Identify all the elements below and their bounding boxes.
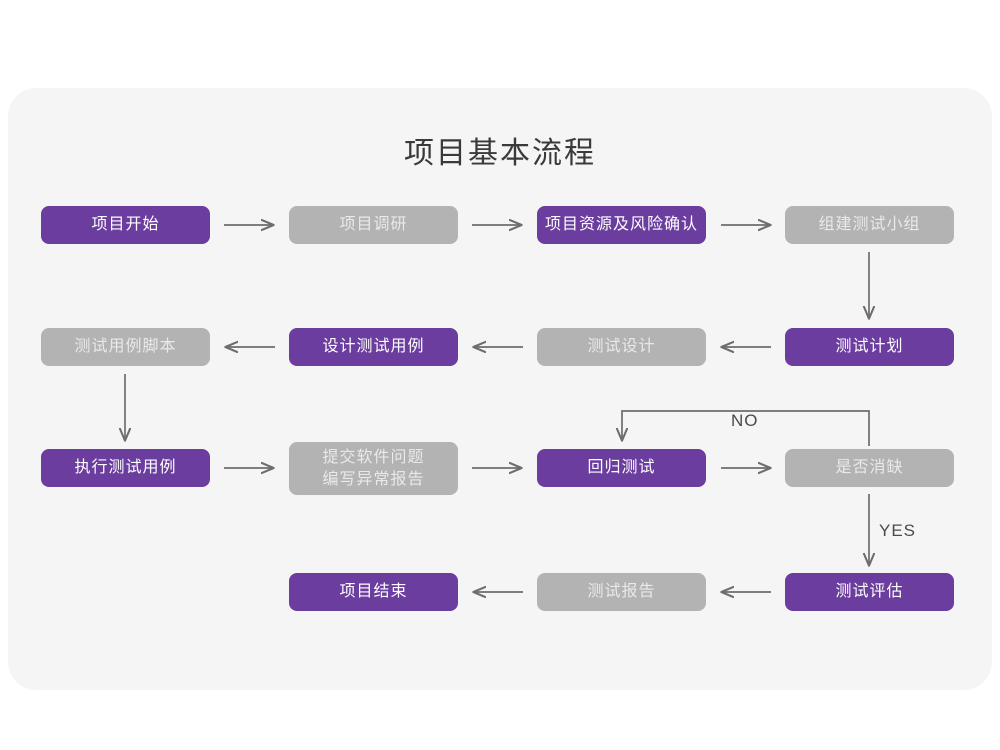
node-design-test-cases[interactable]: 设计测试用例 — [289, 328, 458, 366]
node-project-end[interactable]: 项目结束 — [289, 573, 458, 611]
node-test-plan[interactable]: 测试计划 — [785, 328, 954, 366]
node-form-test-team[interactable]: 组建测试小组 — [785, 206, 954, 244]
edge-label-yes: YES — [879, 521, 917, 540]
edge-label-no: NO — [731, 411, 759, 430]
node-test-case-script[interactable]: 测试用例脚本 — [41, 328, 210, 366]
node-project-research[interactable]: 项目调研 — [289, 206, 458, 244]
node-resource-risk-confirm[interactable]: 项目资源及风险确认 — [537, 206, 706, 244]
page-title: 项目基本流程 — [404, 137, 596, 170]
node-regression-test[interactable]: 回归测试 — [537, 449, 706, 487]
node-execute-test-cases[interactable]: 执行测试用例 — [41, 449, 210, 487]
node-submit-defects-report[interactable]: 提交软件问题 编写异常报告 — [289, 442, 458, 495]
node-defects-cleared[interactable]: 是否消缺 — [785, 449, 954, 487]
node-test-report[interactable]: 测试报告 — [537, 573, 706, 611]
node-test-evaluation[interactable]: 测试评估 — [785, 573, 954, 611]
node-project-start[interactable]: 项目开始 — [41, 206, 210, 244]
node-test-design[interactable]: 测试设计 — [537, 328, 706, 366]
